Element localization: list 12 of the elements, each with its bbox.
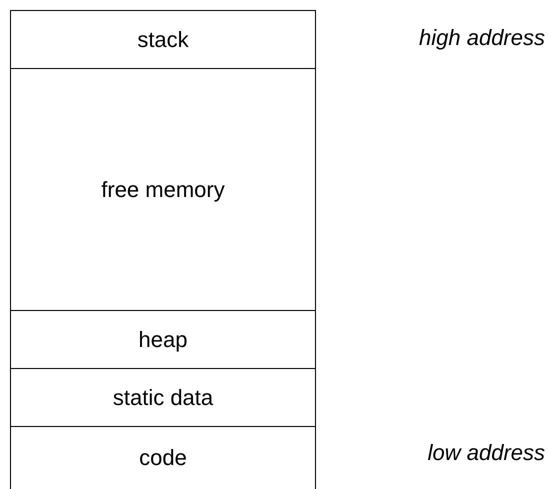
- memory-segment: [10, 68, 316, 310]
- memory-segment: [10, 368, 316, 426]
- segment-label: static data: [112, 384, 214, 410]
- address-label: low address: [428, 440, 545, 466]
- segment-label: code: [139, 445, 187, 471]
- segment-label: free memory: [101, 176, 225, 202]
- address-label: high address: [419, 25, 545, 51]
- memory-segment: [10, 10, 316, 68]
- segment-label: stack: [137, 26, 189, 52]
- segment-label: heap: [138, 326, 188, 352]
- memory-segment: [10, 310, 316, 368]
- memory-segment: [10, 426, 316, 489]
